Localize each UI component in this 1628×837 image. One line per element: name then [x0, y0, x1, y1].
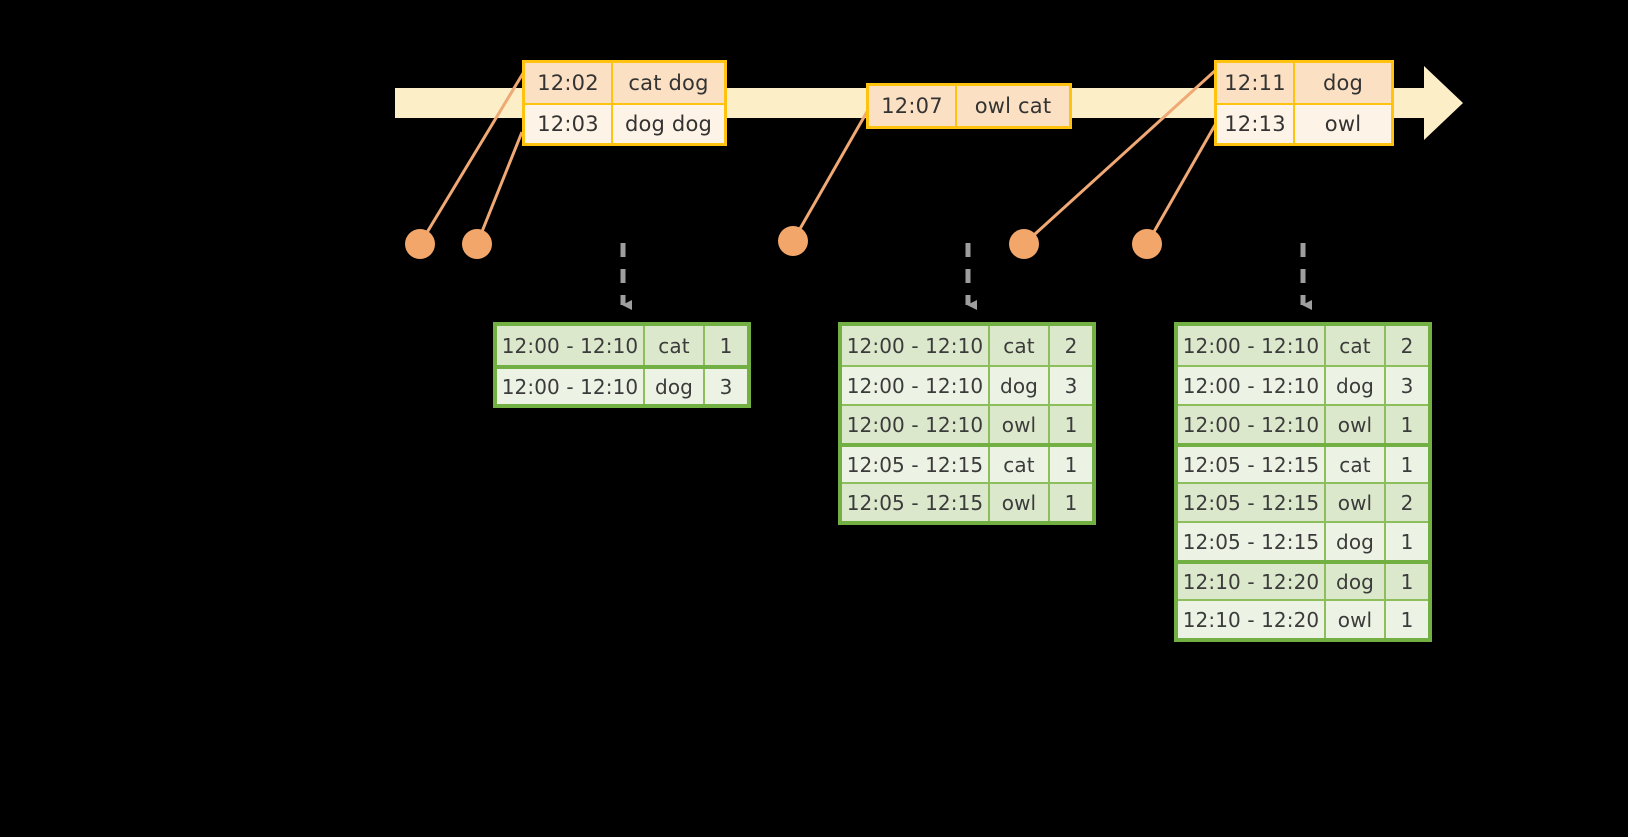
- table-row: 12:00 - 12:10 dog 3: [842, 365, 1092, 404]
- cell-word: owl: [1326, 484, 1386, 521]
- event-group-1: 12:02 cat dog 12:03 dog dog: [522, 60, 727, 146]
- cell-count: 1: [1050, 447, 1092, 482]
- connector-dots: [405, 226, 1162, 259]
- cell-count: 1: [1386, 601, 1428, 638]
- table-row: 12:00 - 12:10 dog 3: [497, 365, 747, 404]
- cell-count: 1: [1386, 406, 1428, 443]
- event-words: owl cat: [957, 86, 1069, 126]
- event-time: 12:02: [525, 63, 613, 103]
- table-row: 12:05 - 12:15 dog 1: [1178, 521, 1428, 560]
- event-time: 12:13: [1217, 105, 1295, 143]
- table-row: 12:00 - 12:10 cat 2: [842, 326, 1092, 365]
- cell-count: 2: [1386, 326, 1428, 365]
- cell-word: owl: [990, 406, 1050, 443]
- event-words: owl: [1295, 105, 1391, 143]
- emit-arrows: [620, 243, 1312, 310]
- table-row: 12:00 - 12:10 owl 1: [842, 404, 1092, 443]
- cell-window: 12:00 - 12:10: [842, 406, 990, 443]
- table-row: 12:05 - 12:15 cat 1: [842, 443, 1092, 482]
- cell-word: cat: [1326, 326, 1386, 365]
- dot-icon-12-02: [405, 229, 435, 259]
- cell-window: 12:05 - 12:15: [1178, 523, 1326, 560]
- table-row: 12:00 - 12:10 cat 2: [1178, 326, 1428, 365]
- table-row: 12:05 - 12:15 owl 1: [842, 482, 1092, 521]
- cell-word: dog: [990, 367, 1050, 404]
- event-words: dog: [1295, 63, 1391, 103]
- cell-word: cat: [645, 326, 705, 365]
- cell-count: 3: [1386, 367, 1428, 404]
- cell-window: 12:00 - 12:10: [1178, 367, 1326, 404]
- cell-count: 3: [705, 369, 747, 404]
- event-row: 12:03 dog dog: [525, 103, 724, 143]
- cell-word: cat: [1326, 447, 1386, 482]
- event-row: 12:07 owl cat: [869, 86, 1069, 126]
- cell-count: 1: [1386, 447, 1428, 482]
- table-row: 12:00 - 12:10 dog 3: [1178, 365, 1428, 404]
- dot-icon-12-11: [1009, 229, 1039, 259]
- event-words: dog dog: [613, 105, 724, 143]
- cell-word: owl: [1326, 601, 1386, 638]
- event-time: 12:07: [869, 86, 957, 126]
- cell-window: 12:05 - 12:15: [842, 484, 990, 521]
- cell-count: 1: [1386, 523, 1428, 560]
- cell-word: dog: [1326, 564, 1386, 599]
- cell-window: 12:10 - 12:20: [1178, 564, 1326, 599]
- cell-window: 12:00 - 12:10: [497, 326, 645, 365]
- cell-count: 1: [1386, 564, 1428, 599]
- cell-word: dog: [1326, 367, 1386, 404]
- event-words: cat dog: [613, 63, 724, 103]
- event-time: 12:11: [1217, 63, 1295, 103]
- result-table-1: 12:00 - 12:10 cat 1 12:00 - 12:10 dog 3: [493, 322, 751, 408]
- cell-count: 1: [705, 326, 747, 365]
- event-row: 12:02 cat dog: [525, 63, 724, 103]
- cell-window: 12:05 - 12:15: [1178, 447, 1326, 482]
- event-row: 12:13 owl: [1217, 103, 1391, 143]
- result-table-2: 12:00 - 12:10 cat 2 12:00 - 12:10 dog 3 …: [838, 322, 1096, 525]
- table-row: 12:00 - 12:10 cat 1: [497, 326, 747, 365]
- table-row: 12:05 - 12:15 cat 1: [1178, 443, 1428, 482]
- cell-word: cat: [990, 326, 1050, 365]
- cell-count: 1: [1050, 484, 1092, 521]
- table-row: 12:10 - 12:20 owl 1: [1178, 599, 1428, 638]
- result-table-3: 12:00 - 12:10 cat 2 12:00 - 12:10 dog 3 …: [1174, 322, 1432, 642]
- dot-icon-12-07: [778, 226, 808, 256]
- cell-count: 1: [1050, 406, 1092, 443]
- cell-window: 12:00 - 12:10: [842, 326, 990, 365]
- cell-window: 12:10 - 12:20: [1178, 601, 1326, 638]
- cell-window: 12:00 - 12:10: [1178, 326, 1326, 365]
- cell-window: 12:05 - 12:15: [1178, 484, 1326, 521]
- cell-word: cat: [990, 447, 1050, 482]
- cell-word: owl: [990, 484, 1050, 521]
- connector-line-12-07: [791, 109, 870, 242]
- dot-icon-12-03: [462, 229, 492, 259]
- event-time: 12:03: [525, 105, 613, 143]
- event-group-2: 12:07 owl cat: [866, 83, 1072, 129]
- cell-word: dog: [645, 369, 705, 404]
- cell-count: 2: [1386, 484, 1428, 521]
- table-row: 12:05 - 12:15 owl 2: [1178, 482, 1428, 521]
- table-row: 12:10 - 12:20 dog 1: [1178, 560, 1428, 599]
- cell-count: 3: [1050, 367, 1092, 404]
- cell-window: 12:00 - 12:10: [1178, 406, 1326, 443]
- dot-icon-12-13: [1132, 229, 1162, 259]
- cell-window: 12:00 - 12:10: [842, 367, 990, 404]
- connector-line-12-13: [1145, 124, 1217, 245]
- event-group-3: 12:11 dog 12:13 owl: [1214, 60, 1394, 146]
- event-row: 12:11 dog: [1217, 63, 1391, 103]
- connector-line-12-03: [475, 131, 524, 245]
- table-row: 12:00 - 12:10 owl 1: [1178, 404, 1428, 443]
- cell-count: 2: [1050, 326, 1092, 365]
- cell-word: dog: [1326, 523, 1386, 560]
- cell-window: 12:00 - 12:10: [497, 369, 645, 404]
- cell-word: owl: [1326, 406, 1386, 443]
- connector-line-12-02: [418, 69, 527, 245]
- cell-window: 12:05 - 12:15: [842, 447, 990, 482]
